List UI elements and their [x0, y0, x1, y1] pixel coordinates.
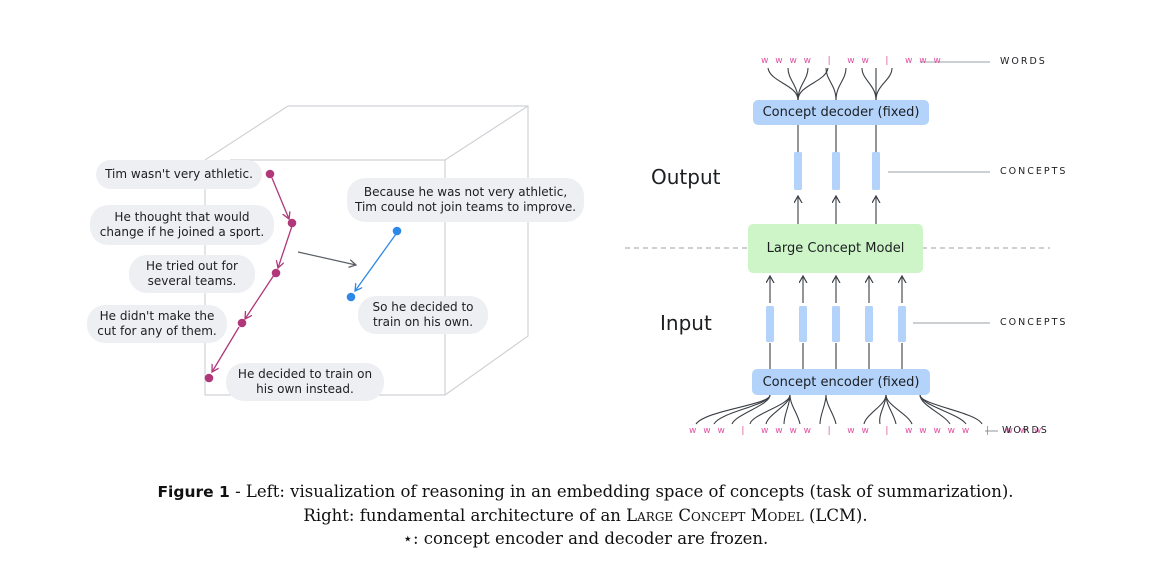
- chain-arrow: [278, 225, 293, 268]
- source-points: [204, 169, 297, 383]
- source-sentence-chain: [212, 177, 293, 372]
- word-curve: [861, 67, 877, 101]
- input-label: Input: [660, 311, 712, 335]
- word-curve: [879, 394, 887, 425]
- concept-bar: [872, 152, 880, 190]
- output-label: Output: [651, 165, 721, 189]
- figure-drawing: [204, 61, 1050, 432]
- figure-label: Figure 1: [157, 483, 230, 501]
- output-concept-bars: [794, 152, 880, 190]
- word-curve: [825, 67, 837, 101]
- chain-arrow: [271, 177, 289, 219]
- source-point: [265, 169, 275, 179]
- cube-back-edges: [288, 105, 529, 396]
- cube-edge: [204, 105, 289, 161]
- word-curve: [789, 394, 801, 425]
- summary-point: [346, 292, 356, 302]
- word-curve: [885, 394, 913, 425]
- concept-bar: [898, 306, 906, 342]
- caption-line-2: Right: fundamental architecture of an La…: [0, 504, 1171, 527]
- bottom-words-text: w w w | w w w w | w w | w w w w w | w w …: [689, 426, 1044, 436]
- words-tag-bottom: WORDS: [1002, 425, 1049, 436]
- summary-point: [392, 226, 402, 236]
- concepts-tag-input: CONCEPTS: [1000, 317, 1068, 328]
- caption-line-1: Figure 1 - Left: visualization of reason…: [0, 480, 1171, 504]
- concept-bar: [865, 306, 873, 342]
- words-tag-top: WORDS: [1000, 56, 1047, 67]
- concept-encoder-box: Concept encoder (fixed): [752, 369, 930, 395]
- word-curve: [749, 394, 791, 425]
- word-curve: [875, 67, 893, 101]
- caption-line-2-suffix: (LCM).: [803, 506, 868, 525]
- source-point: [204, 373, 214, 383]
- summary-arrow: [355, 233, 397, 291]
- input-concept-bars: [766, 306, 906, 342]
- caption-line-3: ⋆: concept encoder and decoder are froze…: [402, 529, 769, 548]
- figure-panel: Tim wasn't very athletic. He thought tha…: [87, 56, 1068, 436]
- summary-bubble-1: Because he was not very athletic, Tim co…: [347, 178, 584, 222]
- word-curve: [919, 394, 983, 425]
- caption-line-2-prefix: Right: fundamental architecture of an: [303, 506, 627, 525]
- summary-bubble-2: So he decided to train on his own.: [358, 296, 488, 334]
- source-point: [287, 218, 297, 228]
- source-point: [271, 268, 281, 278]
- word-curve: [919, 394, 967, 425]
- word-curve: [835, 67, 847, 101]
- concept-bar: [832, 152, 840, 190]
- source-point: [237, 318, 247, 328]
- large-concept-model-box: Large Concept Model: [748, 224, 923, 273]
- word-curve: [713, 394, 771, 425]
- concepts-tag-output: CONCEPTS: [1000, 166, 1068, 177]
- sentence-bubble-4: He didn't make the cut for any of them.: [87, 305, 227, 343]
- mapping-arrow: [297, 251, 356, 265]
- figure-caption: Figure 1 - Left: visualization of reason…: [0, 480, 1171, 550]
- concept-bar: [766, 306, 774, 342]
- caption-line-2-smallcaps: Large Concept Model: [626, 506, 804, 525]
- embedding-cube: [204, 105, 529, 396]
- sentence-bubble-2: He thought that would change if he joine…: [90, 205, 274, 245]
- concept-bar: [794, 152, 802, 190]
- word-curve: [767, 67, 799, 101]
- word-curve: [819, 394, 827, 425]
- concept-bar: [799, 306, 807, 342]
- word-curve: [731, 394, 771, 425]
- caption-line-1-text: - Left: visualization of reasoning in an…: [229, 482, 1014, 501]
- sentence-bubble-1: Tim wasn't very athletic.: [96, 160, 262, 189]
- top-words-text: w w w w | w w | w w w: [761, 56, 943, 66]
- sentence-bubble-5: He decided to train on his own instead.: [226, 363, 384, 401]
- cube-edge: [444, 105, 529, 161]
- word-curve: [825, 394, 837, 425]
- right-lines: [625, 61, 1050, 432]
- chain-arrow: [245, 274, 275, 319]
- word-curve: [695, 394, 771, 425]
- sentence-bubble-3: He tried out for several teams.: [129, 255, 255, 293]
- concept-decoder-box: Concept decoder (fixed): [753, 100, 929, 125]
- concept-bar: [832, 306, 840, 342]
- chain-arrow: [212, 326, 240, 372]
